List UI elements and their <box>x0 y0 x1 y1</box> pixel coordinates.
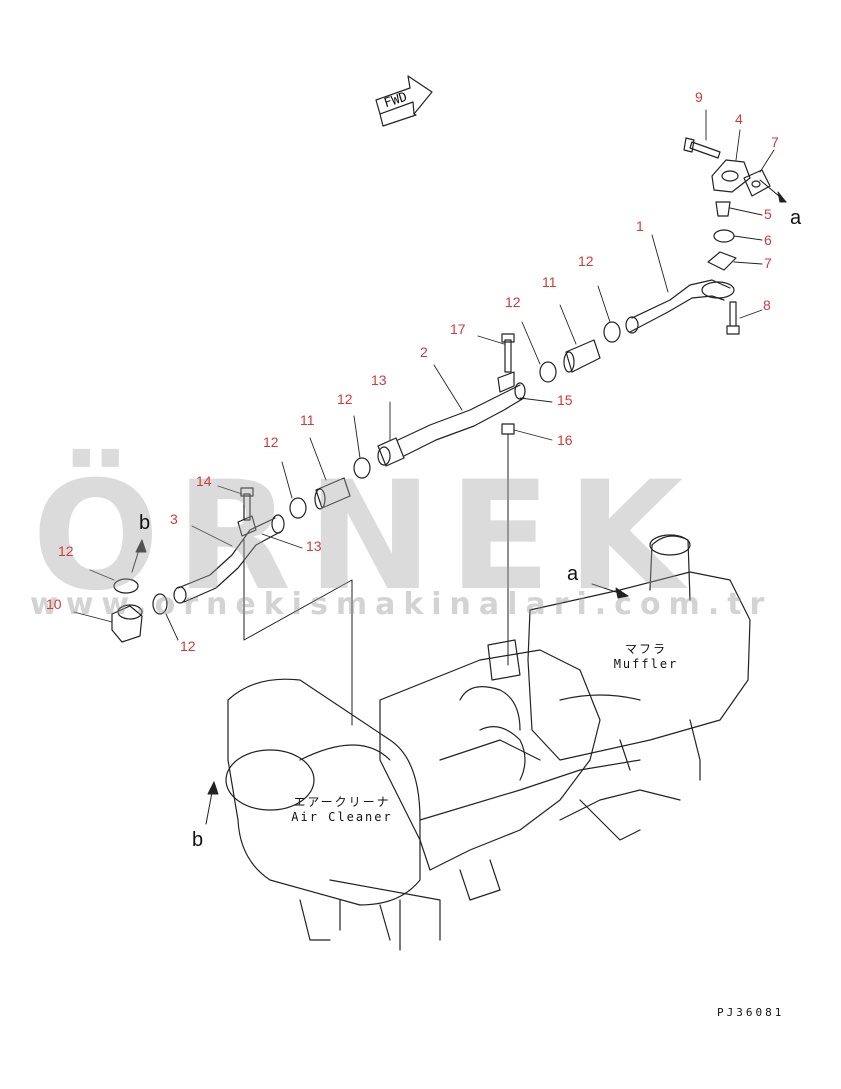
air-cleaner-body <box>225 678 421 941</box>
pipe-3 <box>173 514 285 604</box>
bolt-8 <box>726 301 740 335</box>
part-label-11-a: 11 <box>542 274 557 290</box>
part-label-8: 8 <box>763 297 771 313</box>
gasket-7-top <box>743 169 771 197</box>
engine-block <box>329 639 681 951</box>
part-label-17: 17 <box>450 321 466 337</box>
clamp-12-d <box>289 497 307 519</box>
ref-letter-b-bottom: b <box>192 829 204 851</box>
part-label-13-a: 13 <box>371 372 387 388</box>
part-label-7-bottom: 7 <box>764 255 772 271</box>
pipe-2 <box>377 371 526 467</box>
ref-arrow-b-top <box>131 539 147 573</box>
part-label-9: 9 <box>695 89 703 105</box>
part-label-12-d: 12 <box>263 434 279 450</box>
bolt-17 <box>501 333 515 373</box>
pipe-1 <box>625 279 735 334</box>
ref-letter-b-top: b <box>139 512 151 534</box>
part-label-12-c: 12 <box>337 391 353 407</box>
plug-5 <box>715 201 731 217</box>
spacer-16 <box>501 423 515 435</box>
part-label-10: 10 <box>46 596 62 612</box>
elbow-10 <box>111 604 143 643</box>
part-label-14: 14 <box>196 473 212 489</box>
clamp-12-b <box>539 361 557 383</box>
part-label-12-e: 12 <box>58 543 74 559</box>
part-label-11-b: 11 <box>300 412 315 428</box>
washer-6 <box>713 229 735 243</box>
clamp-12-c <box>353 457 371 479</box>
watermark-brand: ÖRNEK <box>32 450 700 624</box>
part-label-15: 15 <box>557 392 573 408</box>
air-cleaner-caption-en: Air Cleaner <box>291 810 393 824</box>
watermark-url: www.ornekismakinalari.com.tr <box>30 587 773 622</box>
part-label-5: 5 <box>764 206 772 222</box>
ref-arrow-a-top <box>759 179 787 203</box>
part-label-12-f: 12 <box>180 638 196 654</box>
elbow-4 <box>711 159 751 193</box>
clamp-12-f <box>152 593 168 615</box>
air-cleaner-caption: エアークリーナ Air Cleaner <box>282 795 402 825</box>
muffler-caption-en: Muffler <box>613 657 679 671</box>
hose-11-lower <box>314 477 351 510</box>
gasket-7-bottom <box>707 251 737 271</box>
ref-letter-a-top: a <box>790 207 802 229</box>
part-label-6: 6 <box>764 232 772 248</box>
ref-letter-a-muffler: a <box>567 563 579 585</box>
ref-arrow-a-muffler <box>591 583 629 599</box>
ref-arrow-b-bottom <box>205 781 219 825</box>
part-label-12-a: 12 <box>578 253 594 269</box>
drawing-code: PJ36081 <box>717 1006 785 1019</box>
air-cleaner-caption-jp: エアークリーナ <box>293 795 391 809</box>
part-label-7-top: 7 <box>771 134 779 150</box>
part-label-3: 3 <box>170 511 178 527</box>
muffler-caption: マフラ Muffler <box>604 642 688 672</box>
bolt-9 <box>683 137 721 159</box>
clamp-12-e <box>113 578 139 594</box>
part-label-13-b: 13 <box>306 538 322 554</box>
part-label-2: 2 <box>420 344 428 360</box>
part-label-16: 16 <box>557 432 573 448</box>
muffler-caption-jp: マフラ <box>624 642 667 656</box>
part-label-1: 1 <box>636 218 644 234</box>
muffler-body <box>527 534 751 781</box>
clamp-12-a <box>603 321 621 343</box>
fwd-arrow <box>375 75 433 115</box>
part-label-4: 4 <box>735 111 743 127</box>
part-label-12-b: 12 <box>505 294 521 310</box>
hose-11-upper <box>563 339 601 373</box>
